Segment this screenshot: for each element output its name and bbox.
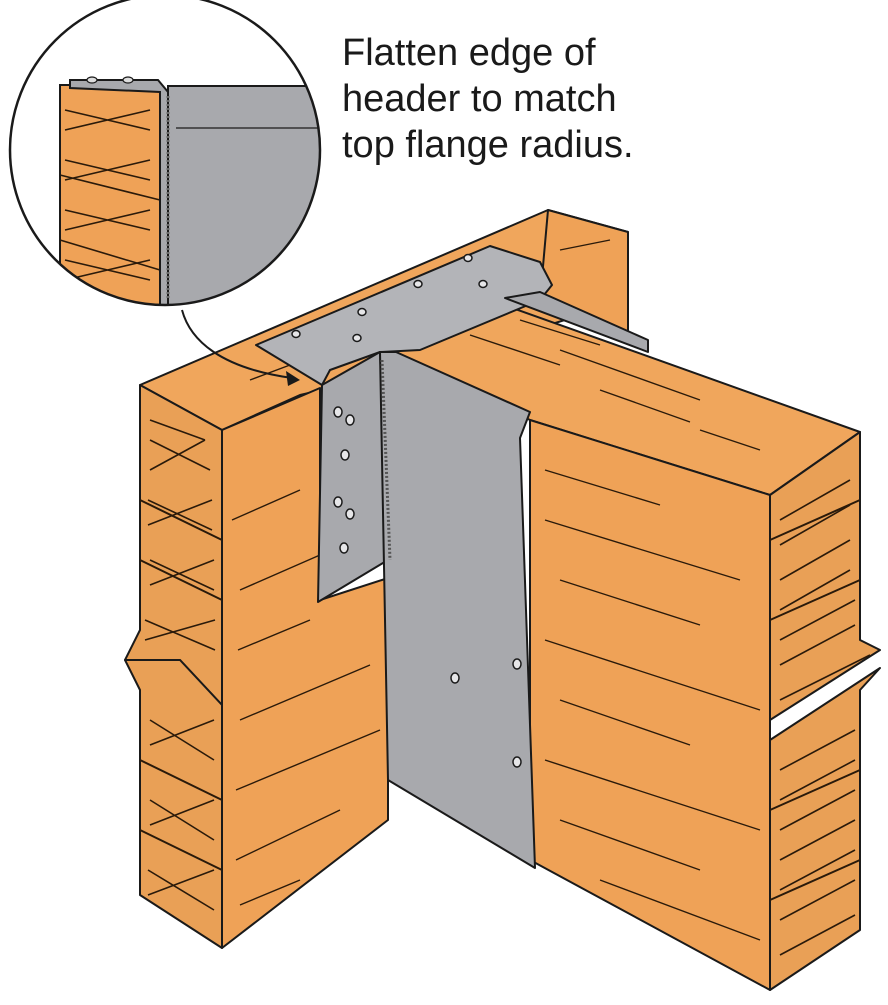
- detail-hanger-face: [167, 85, 320, 305]
- detail-wood-grain: [59, 109, 161, 281]
- joist-side-face: [529, 419, 771, 991]
- joist-end-grain: [769, 479, 871, 956]
- callout-line-2: header to match: [342, 78, 617, 120]
- detail-circle-border: [8, 0, 322, 307]
- header-side-grain: [231, 489, 381, 906]
- hanger-back-strip: [504, 291, 649, 353]
- hanger-top-flange: [255, 245, 553, 386]
- hanger-nail-holes: [291, 253, 522, 768]
- joist-top-grain: [469, 319, 761, 451]
- joist-end-face-lower: [769, 667, 881, 991]
- header-end-face: [124, 384, 223, 706]
- detail-hanger-flange: [69, 79, 169, 305]
- magnified-detail-circle-icon: [8, 0, 322, 307]
- hanger-side-plate: [379, 351, 536, 869]
- hanger-face-flange: [317, 351, 389, 603]
- callout-leader-arrow-icon: [181, 309, 300, 386]
- callout-line-1: Flatten edge of: [342, 32, 596, 74]
- top-flange-joist-hanger-icon: [255, 245, 649, 869]
- callout-line-3: top flange radius.: [342, 124, 634, 166]
- joist-side-grain: [544, 469, 761, 941]
- header-end-grain: [139, 419, 223, 911]
- hanger-fold-edge: [380, 359, 392, 561]
- header-end-face-lower: [124, 659, 223, 949]
- detail-header-wood: [59, 84, 161, 305]
- callout-instruction-text: Flatten edge of header to match top flan…: [342, 30, 862, 168]
